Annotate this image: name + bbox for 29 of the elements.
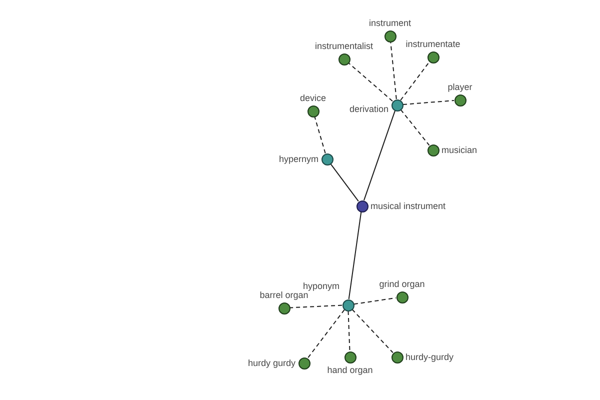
node-label: hurdy gurdy	[248, 358, 296, 368]
node-label: musician	[442, 144, 478, 156]
dashed-connector	[400, 61, 430, 101]
dashed-connector	[290, 304, 342, 308]
node-label: hand organ	[327, 364, 373, 376]
node-label: hurdy-gurdy	[406, 352, 454, 362]
dashed-connector	[307, 309, 345, 359]
node-label: instrumentalist	[314, 40, 374, 52]
dashed-connector	[348, 62, 393, 102]
node-label: player	[448, 82, 472, 92]
connector	[330, 163, 359, 202]
node-label: hypernym	[278, 154, 318, 164]
node-label: grind organ	[379, 278, 425, 290]
node-label: musical instrument	[370, 200, 446, 212]
node-label: device	[300, 92, 326, 104]
dashed-connector	[390, 41, 397, 100]
dashed-connector	[353, 297, 397, 305]
connector	[348, 211, 362, 300]
node-label: derivation	[349, 104, 388, 115]
connector	[363, 110, 396, 201]
node-label: hyponym	[302, 281, 340, 292]
dashed-connector	[402, 100, 455, 106]
dashed-connector	[400, 109, 430, 146]
node-label: instrument	[368, 18, 412, 28]
dashed-connector	[352, 308, 394, 354]
node-label: barrel organ	[260, 290, 308, 300]
dashed-connector	[348, 310, 350, 352]
node-label: instrumentate	[406, 38, 460, 50]
dashed-connector	[314, 116, 326, 154]
